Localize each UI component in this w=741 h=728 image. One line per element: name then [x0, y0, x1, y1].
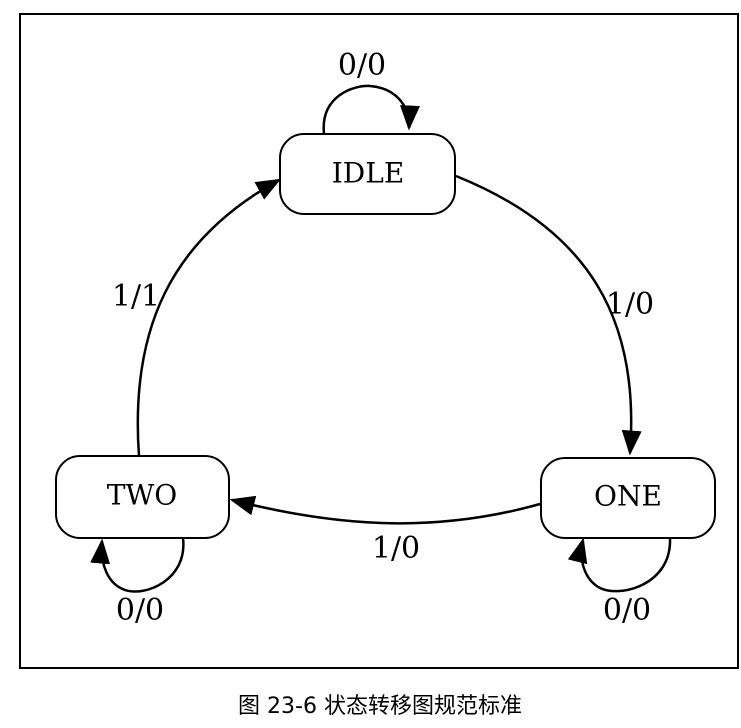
- state-idle-box: [279, 133, 456, 215]
- state-one-box: [540, 457, 716, 539]
- state-two-label: TWO: [107, 479, 177, 512]
- edge-two-to-idle: [136, 178, 282, 457]
- figure-caption: 图 23-6 状态转移图规范标准: [238, 694, 522, 719]
- diagram-frame: [19, 13, 739, 669]
- state-idle-label: IDLE: [332, 157, 405, 190]
- state-idle: IDLE: [279, 133, 456, 215]
- label-one-to-two: 1/0: [372, 531, 420, 566]
- label-two-self: 0/0: [116, 593, 164, 628]
- label-idle-self: 0/0: [338, 48, 386, 83]
- edge-one-self-loop: [567, 537, 672, 593]
- state-two-box: [55, 455, 230, 539]
- edge-two-self-loop: [90, 537, 185, 593]
- label-one-self: 0/0: [603, 593, 651, 628]
- edge-one-to-two: [229, 495, 541, 525]
- edge-idle-to-one: [455, 174, 642, 456]
- label-two-to-idle: 1/1: [112, 279, 160, 314]
- state-two: TWO: [55, 455, 230, 539]
- state-one-label: ONE: [594, 480, 662, 513]
- edge-idle-self-loop: [322, 84, 420, 135]
- state-one: ONE: [540, 457, 716, 539]
- label-idle-to-one: 1/0: [606, 287, 654, 322]
